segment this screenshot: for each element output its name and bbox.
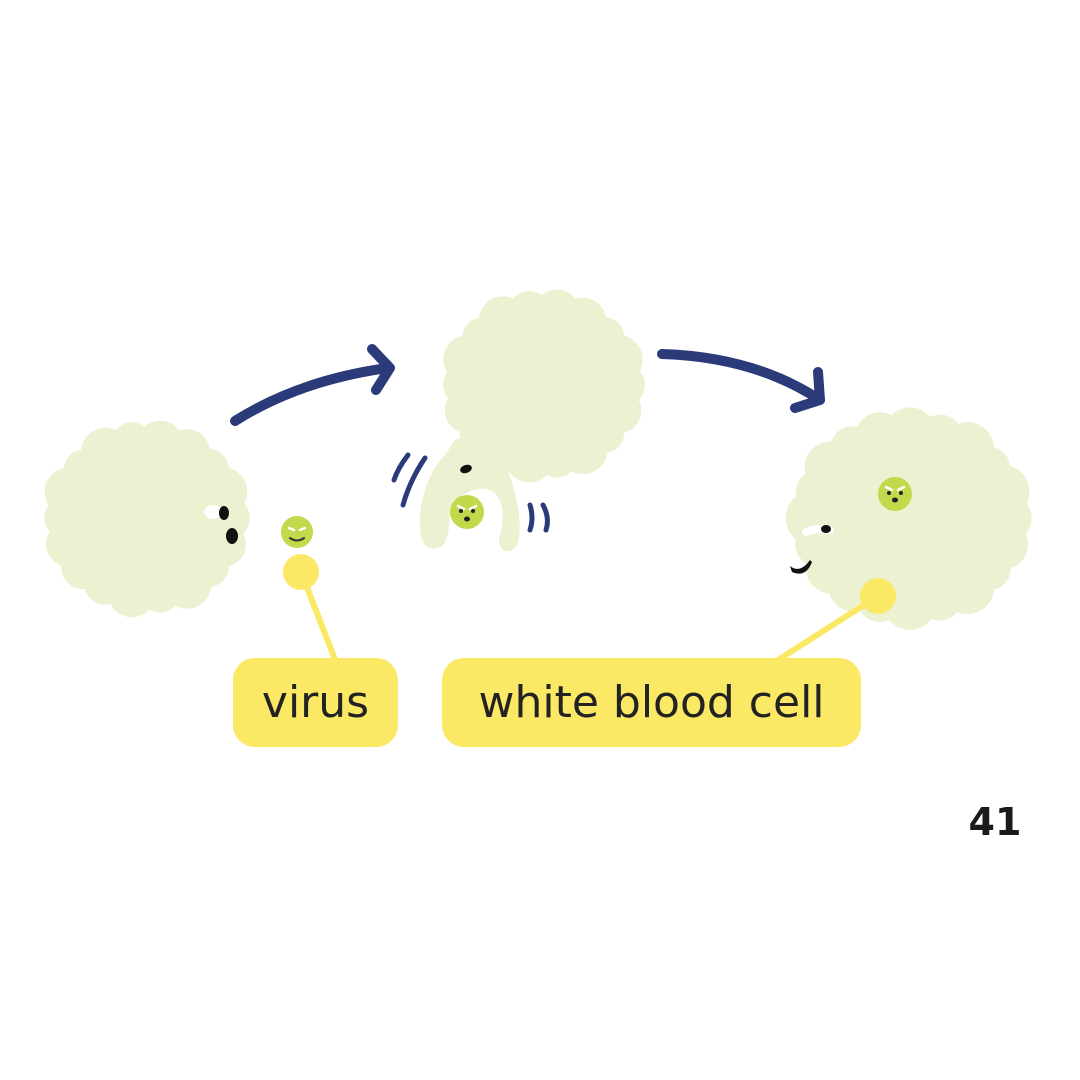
virus-label: virus	[233, 658, 398, 747]
virus-pointer	[283, 554, 339, 665]
virus-captured-icon	[450, 495, 484, 529]
cell-face-right	[790, 524, 834, 574]
virus-label-text: virus	[261, 676, 370, 728]
arrow-to-digest	[657, 349, 825, 413]
white-blood-cell-pointer	[775, 578, 896, 663]
virus-digested-icon	[878, 477, 912, 511]
page-number: 41	[968, 800, 1022, 844]
motion-lines	[391, 452, 550, 533]
cell-eye-middle	[460, 464, 472, 474]
white-blood-cell-right	[785, 407, 1032, 630]
virus-icon	[281, 516, 313, 548]
white-blood-cell-left	[44, 420, 250, 618]
white-blood-cell-label-text: white blood cell	[478, 676, 825, 728]
cell-face-left	[204, 505, 238, 544]
white-blood-cell-engulfing	[419, 289, 645, 552]
white-blood-cell-label: white blood cell	[442, 658, 861, 747]
arrow-to-engulf	[230, 344, 395, 426]
